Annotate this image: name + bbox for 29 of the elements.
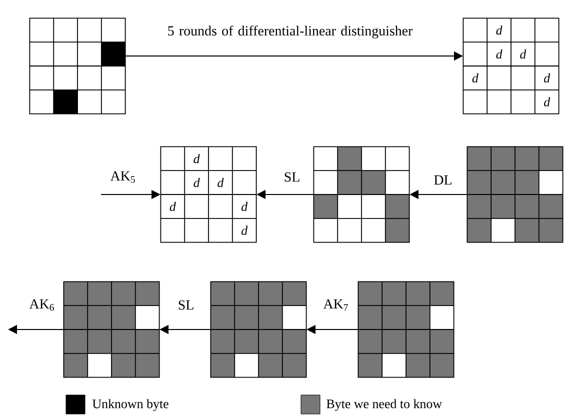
legend-label: Unknown byte (92, 399, 168, 411)
edge-label: AK$_{6}$ (29, 299, 54, 311)
cell-letter: d (194, 154, 200, 164)
cell-letter: d (242, 202, 248, 212)
byte-matrix (313, 146, 410, 243)
cell-letter: d (496, 50, 502, 59)
edge-label: AK$_{5}$ (110, 171, 135, 183)
edge-label: SL (178, 300, 194, 310)
cell-letter: d (218, 178, 224, 188)
byte-matrix (210, 281, 307, 378)
edge-label: 5 rounds of differential-linear distinguisher (168, 26, 413, 38)
cell-letter: d (544, 97, 550, 106)
byte-matrix (29, 18, 126, 114)
edge-label: SL (284, 172, 300, 182)
edge-label: DL (434, 175, 452, 185)
edge-label: AK$_{7}$ (323, 299, 348, 311)
cell-letter: d (544, 73, 550, 83)
cell-letter: d (170, 202, 176, 212)
byte-matrix (160, 146, 257, 243)
byte-matrix (358, 281, 454, 378)
byte-matrix (466, 146, 564, 243)
cell-letter: d (194, 178, 200, 188)
byte-matrix (63, 281, 160, 378)
byte-matrix (462, 18, 560, 114)
cell-letter: d (496, 26, 502, 35)
cell-letter: d (472, 73, 478, 83)
cell-letter: d (242, 226, 248, 235)
cell-letter: d (520, 50, 526, 59)
legend-label: Byte we need to know (326, 399, 442, 411)
